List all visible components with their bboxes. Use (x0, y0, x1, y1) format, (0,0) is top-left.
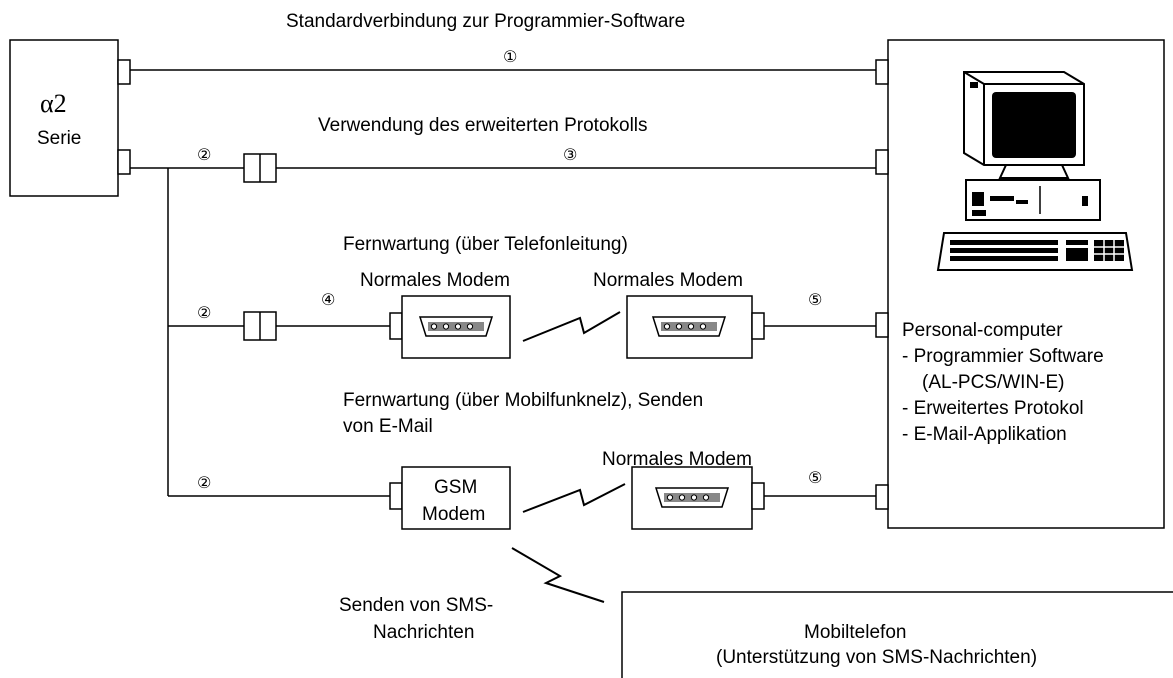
pc-port-2 (875, 149, 889, 175)
gsm-label-2: Modem (422, 504, 485, 525)
sms-label-1: Senden von SMS- (339, 595, 493, 616)
sms-label-2: Nachrichten (373, 622, 474, 643)
marker-5-b: ⑤ (808, 468, 822, 487)
heading-extended-protocol: Verwendung des erweiterten Protokolls (318, 115, 648, 136)
modem-3 (631, 466, 765, 530)
alpha2-controller: α2 Serie (9, 39, 131, 197)
marker-2-a: ② (197, 145, 211, 164)
modem-label-1: Normales Modem (360, 270, 510, 291)
pc-item-software-name: (AL-PCS/WIN-E) (922, 372, 1065, 393)
marker-2-c: ② (197, 473, 211, 492)
alpha2-port-top (117, 59, 131, 85)
marker-1: ① (503, 47, 517, 66)
pc-box: Personal-computer - Programmier Software… (875, 39, 1165, 529)
wireless-link-1 (522, 311, 621, 342)
mobile-phone-box: Mobiltelefon (Unterstützung von SMS-Nach… (621, 591, 1173, 678)
gsm-modem: GSM Modem (389, 466, 511, 530)
modem-label-2: Normales Modem (593, 270, 743, 291)
wireless-link-sms (511, 547, 605, 603)
alpha2-series-label: Serie (37, 128, 81, 149)
alpha2-symbol: α2 (40, 89, 67, 118)
marker-3: ③ (563, 145, 577, 164)
modem-2 (626, 295, 765, 359)
pc-item-protocol: - Erweitertes Protokol (902, 398, 1084, 419)
pc-title: Personal-computer (902, 320, 1063, 341)
mobile-subtitle: (Unterstützung von SMS-Nachrichten) (716, 647, 1037, 668)
marker-5-a: ⑤ (808, 290, 822, 309)
marker-4: ④ (321, 290, 335, 309)
heading-remote-phone: Fernwartung (über Telefonleitung) (343, 234, 628, 255)
mobile-title: Mobiltelefon (804, 622, 906, 643)
marker-2-b: ② (197, 303, 211, 322)
alpha2-port-bottom (117, 149, 131, 175)
pc-item-email: - E-Mail-Applikation (902, 424, 1067, 445)
heading-standard-connection: Standardverbindung zur Programmier-Softw… (286, 11, 685, 32)
heading-remote-mobile-1: Fernwartung (über Mobilfunknelz), Senden (343, 390, 703, 411)
wireless-link-2 (522, 483, 626, 513)
pc-port-3 (875, 312, 889, 338)
pc-item-software: - Programmier Software (902, 346, 1104, 367)
pc-port-1 (875, 59, 889, 85)
pc-port-4 (875, 484, 889, 510)
computer-icon (936, 71, 1134, 271)
gsm-label-1: GSM (434, 477, 477, 498)
heading-remote-mobile-2: von E-Mail (343, 416, 433, 437)
modem-label-3: Normales Modem (602, 449, 752, 470)
modem-1 (389, 295, 511, 359)
